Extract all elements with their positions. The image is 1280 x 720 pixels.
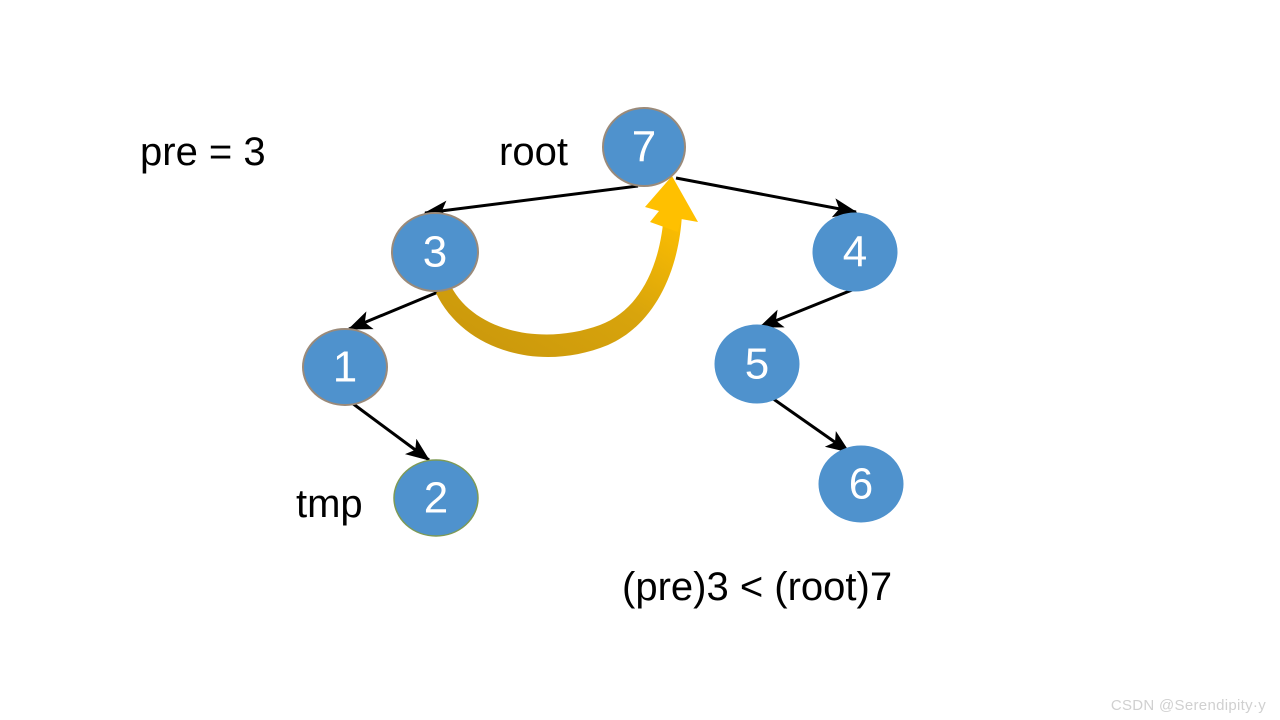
diagram-text-labels: pre = 3 root tmp (pre)3 < (root)7 bbox=[140, 130, 892, 609]
node-1[interactable]: 1 bbox=[302, 328, 388, 406]
edge-7-to-3 bbox=[423, 184, 639, 220]
tree-nodes: 7 3 4 1 5 2 6 bbox=[302, 107, 904, 537]
node-7[interactable]: 7 bbox=[602, 107, 686, 187]
edge-5-to-6 bbox=[771, 396, 850, 454]
node-4[interactable]: 4 bbox=[812, 212, 898, 292]
tmp-label: tmp bbox=[296, 482, 363, 526]
edge-4-to-5 bbox=[758, 286, 858, 329]
edge-7-to-4 bbox=[675, 176, 858, 218]
node-2-shape[interactable] bbox=[393, 459, 479, 537]
comparison-caption: (pre)3 < (root)7 bbox=[622, 565, 892, 609]
pre-label: pre = 3 bbox=[140, 130, 266, 174]
node-5[interactable]: 5 bbox=[714, 324, 800, 404]
node-2[interactable]: 2 bbox=[393, 459, 479, 537]
node-5-shape[interactable] bbox=[714, 324, 800, 404]
edge-3-to-1 bbox=[347, 288, 444, 331]
csdn-watermark: CSDN @Serendipity·y bbox=[1110, 697, 1266, 714]
node-4-shape[interactable] bbox=[812, 212, 898, 292]
node-3[interactable]: 3 bbox=[391, 212, 479, 292]
node-5-label: 5 bbox=[745, 340, 769, 389]
node-1-label: 1 bbox=[333, 343, 357, 392]
tree-edges bbox=[347, 176, 858, 462]
edge-1-to-2 bbox=[351, 401, 430, 462]
node-7-label: 7 bbox=[632, 123, 656, 172]
node-6-shape[interactable] bbox=[818, 445, 904, 523]
node-3-label: 3 bbox=[423, 228, 447, 277]
node-7-shape[interactable] bbox=[602, 107, 686, 187]
curved-back-arrow-head bbox=[645, 176, 698, 232]
node-1-shape[interactable] bbox=[302, 328, 388, 406]
node-6-label: 6 bbox=[849, 460, 873, 509]
node-4-label: 4 bbox=[843, 228, 867, 277]
root-label: root bbox=[499, 130, 568, 174]
node-3-shape[interactable] bbox=[391, 212, 479, 292]
node-6[interactable]: 6 bbox=[818, 445, 904, 523]
node-2-label: 2 bbox=[424, 474, 448, 523]
curved-back-arrow bbox=[436, 176, 698, 357]
curved-back-arrow-body bbox=[436, 212, 682, 357]
